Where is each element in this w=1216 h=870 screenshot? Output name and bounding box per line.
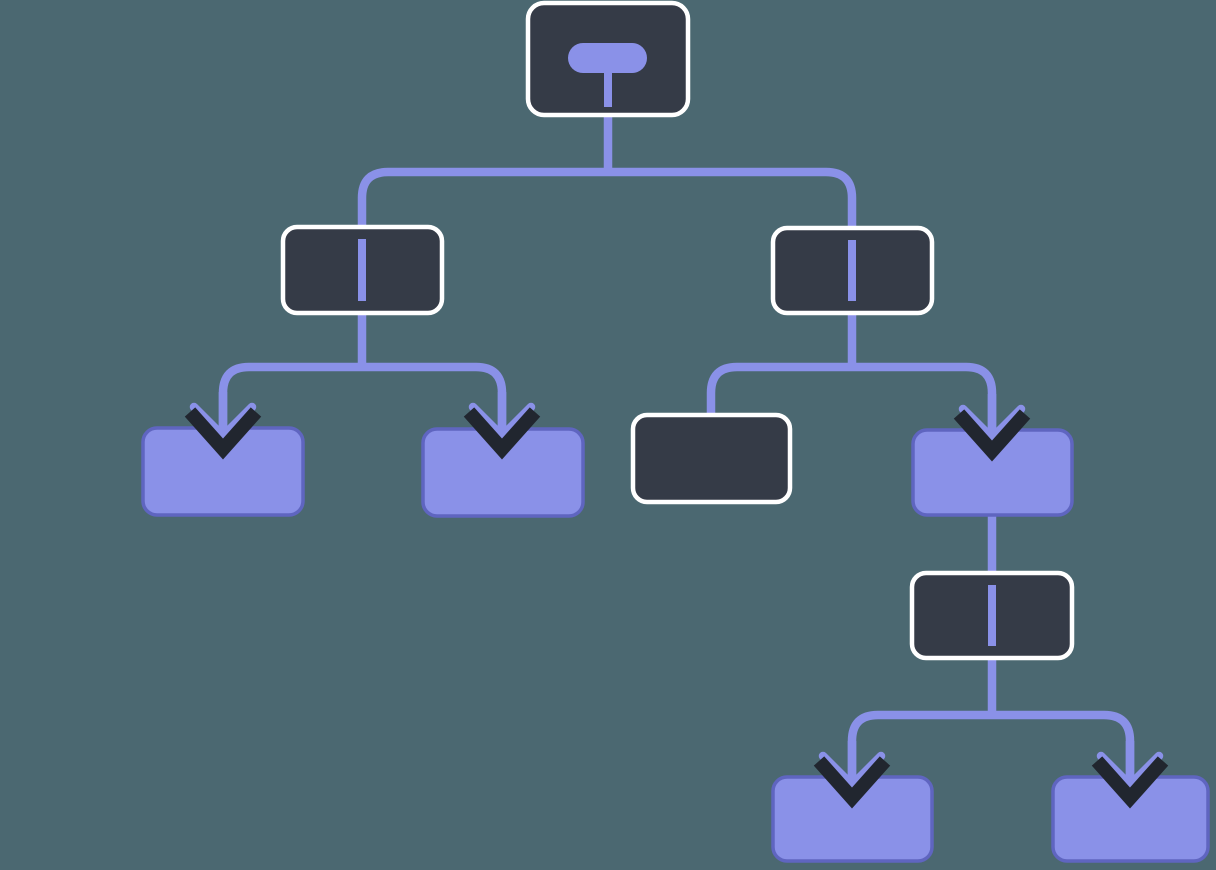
edge-root-split-bar (357, 167, 857, 230)
edge-left-split-bar (218, 362, 507, 436)
node-branch-left[interactable] (280, 224, 445, 316)
chevron-down-icon (463, 407, 541, 460)
arrowhead-leaf-left-2 (463, 392, 541, 460)
root-collapsed-pill-icon (568, 43, 647, 73)
chevron-down-icon (953, 409, 1031, 462)
chevron-down-icon (813, 756, 891, 809)
edge-bottom-split-bar (847, 710, 1135, 785)
arrow-v-icon (958, 404, 1026, 445)
branch-left-pass-line-icon (358, 239, 366, 301)
chevron-down-icon (1091, 756, 1169, 809)
branch-right-pass-line-icon (848, 240, 856, 301)
arrow-v-icon (818, 751, 886, 792)
branch-bottom-pass-line-icon (988, 585, 996, 646)
node-root[interactable] (525, 0, 691, 118)
arrowhead-leaf-bottom-right (1091, 741, 1169, 809)
arrowhead-mid-purple (953, 394, 1031, 462)
arrowhead-leaf-bottom-left (813, 741, 891, 809)
node-branch-right[interactable] (770, 225, 935, 316)
node-leaf-middle-dark-box[interactable] (630, 412, 793, 505)
node-leaf-middle-dark[interactable] (630, 412, 793, 505)
root-pill-stem-icon (604, 71, 612, 107)
edge-right-split-bar (706, 362, 997, 438)
edges-layer (218, 112, 1135, 785)
arrow-v-icon (1096, 751, 1164, 792)
chevron-down-icon (184, 407, 262, 460)
node-branch-bottom[interactable] (909, 570, 1075, 661)
arrowhead-leaf-left-1 (184, 392, 262, 460)
arrowheads-layer (184, 392, 1169, 809)
arrow-v-icon (189, 402, 257, 443)
nodes-layer (141, 0, 1210, 863)
arrow-v-icon (468, 402, 536, 443)
